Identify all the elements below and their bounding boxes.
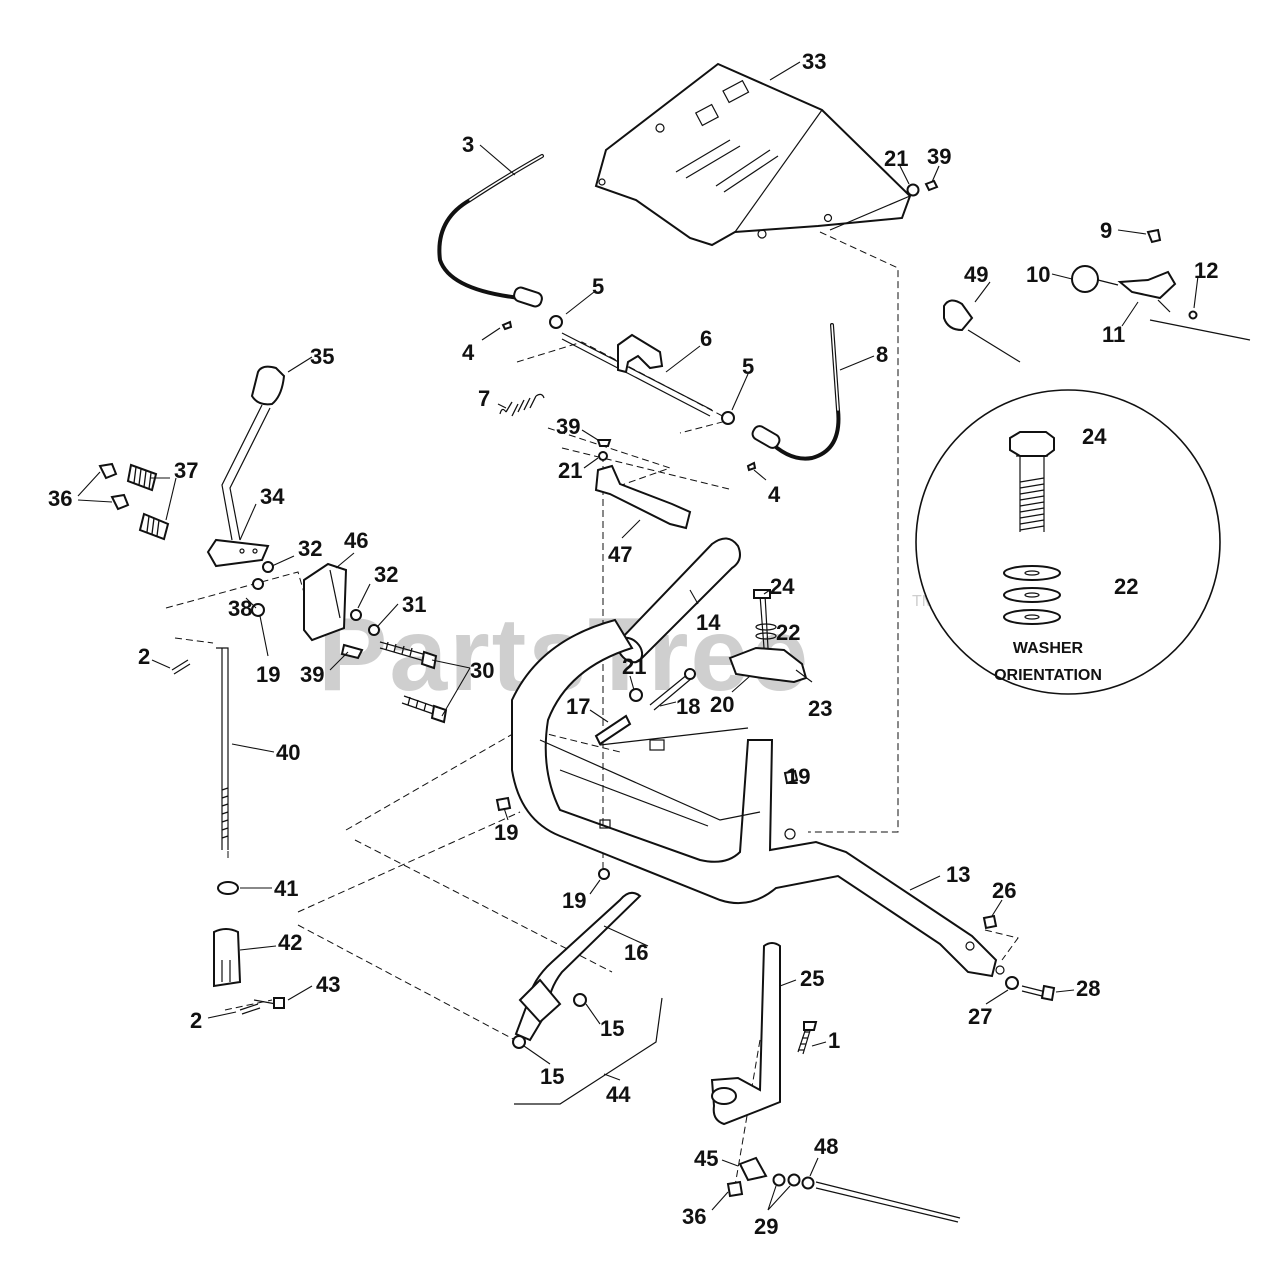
frame-fastener bbox=[982, 914, 1056, 1002]
callout-9: 9 bbox=[1100, 218, 1112, 243]
callout-4: 4 bbox=[462, 340, 475, 365]
callout-23: 23 bbox=[808, 696, 832, 721]
callout-28: 28 bbox=[1076, 976, 1100, 1001]
callout-41: 41 bbox=[274, 876, 298, 901]
callout-44: 44 bbox=[606, 1082, 631, 1107]
callout-5: 5 bbox=[592, 274, 604, 299]
inset-circle bbox=[915, 389, 1221, 695]
callout-27: 27 bbox=[968, 1004, 992, 1029]
callout-34: 34 bbox=[260, 484, 285, 509]
callout-43: 43 bbox=[316, 972, 340, 997]
callout-19: 19 bbox=[256, 662, 280, 687]
callout-2: 2 bbox=[190, 1008, 202, 1033]
callout-18: 18 bbox=[676, 694, 700, 719]
callout-30: 30 bbox=[470, 658, 494, 683]
control-cable-3 bbox=[437, 154, 544, 308]
callout-26: 26 bbox=[992, 878, 1016, 903]
callout-19: 19 bbox=[494, 820, 518, 845]
callout-3: 3 bbox=[462, 132, 474, 157]
callout-39: 39 bbox=[556, 414, 580, 439]
callout-47: 47 bbox=[608, 542, 632, 567]
callout-36: 36 bbox=[682, 1204, 706, 1229]
callout-42: 42 bbox=[278, 930, 302, 955]
callout-33: 33 bbox=[802, 49, 826, 74]
callout-46: 46 bbox=[344, 528, 368, 553]
callout-15: 15 bbox=[600, 1016, 624, 1041]
callout-6: 6 bbox=[700, 326, 712, 351]
lower-linkage bbox=[726, 1156, 961, 1223]
linkage-rod bbox=[171, 647, 285, 1015]
callout-49: 49 bbox=[964, 262, 988, 287]
bolt-18 bbox=[629, 668, 696, 711]
callout-2: 2 bbox=[138, 644, 150, 669]
inset-callout-bolt: 24 bbox=[1082, 424, 1107, 449]
callout-22: 22 bbox=[776, 620, 800, 645]
callout-29: 29 bbox=[754, 1214, 778, 1239]
shield-hardware bbox=[906, 179, 939, 197]
callout-4: 4 bbox=[768, 482, 781, 507]
shield-plate bbox=[594, 62, 912, 247]
callout-5: 5 bbox=[742, 354, 754, 379]
knob-lever-assembly bbox=[943, 228, 1251, 363]
callout-24: 24 bbox=[770, 574, 795, 599]
callout-39: 39 bbox=[927, 144, 951, 169]
callout-labels: 33 3 21 39 9 49 10 12 11 5 4 6 8 5 35 7 … bbox=[48, 49, 1218, 1239]
pedal-lever-16 bbox=[512, 891, 663, 1105]
spring-and-bracket bbox=[499, 393, 692, 530]
inset-caption-line1: WASHER bbox=[1013, 640, 1084, 657]
bolt-pair-30 bbox=[379, 641, 448, 724]
callout-36: 36 bbox=[48, 486, 72, 511]
callout-17: 17 bbox=[566, 694, 590, 719]
control-cable-8 bbox=[751, 323, 841, 461]
callout-1: 1 bbox=[828, 1028, 840, 1053]
lever-bracket bbox=[251, 561, 380, 660]
callout-15: 15 bbox=[540, 1064, 564, 1089]
spring-set bbox=[98, 462, 170, 541]
pivot-shaft bbox=[501, 315, 757, 472]
shift-lever bbox=[206, 365, 286, 568]
pedal-arm-25 bbox=[710, 942, 818, 1126]
callout-38: 38 bbox=[228, 596, 252, 621]
callout-7: 7 bbox=[478, 386, 490, 411]
callout-20: 20 bbox=[710, 692, 734, 717]
callout-37: 37 bbox=[174, 458, 198, 483]
callout-12: 12 bbox=[1194, 258, 1218, 283]
callout-39: 39 bbox=[300, 662, 324, 687]
inset-callout-washer: 22 bbox=[1114, 574, 1138, 599]
callout-32: 32 bbox=[298, 536, 322, 561]
callout-25: 25 bbox=[800, 966, 824, 991]
callout-14: 14 bbox=[696, 610, 721, 635]
pin-17 bbox=[594, 714, 632, 746]
leader-lines bbox=[77, 61, 1199, 1211]
callout-31: 31 bbox=[402, 592, 426, 617]
callout-40: 40 bbox=[276, 740, 300, 765]
callout-16: 16 bbox=[624, 940, 648, 965]
callout-35: 35 bbox=[310, 344, 334, 369]
washer-orientation-inset: WASHER ORIENTATION 24 22 bbox=[915, 389, 1221, 695]
callout-45: 45 bbox=[694, 1146, 718, 1171]
callout-13: 13 bbox=[946, 862, 970, 887]
callout-21: 21 bbox=[622, 654, 646, 679]
callout-32: 32 bbox=[374, 562, 398, 587]
main-frame bbox=[511, 618, 1005, 978]
callout-48: 48 bbox=[814, 1134, 838, 1159]
frame-nuts bbox=[495, 769, 799, 880]
callout-8: 8 bbox=[876, 342, 888, 367]
callout-10: 10 bbox=[1026, 262, 1050, 287]
callout-19: 19 bbox=[562, 888, 586, 913]
callout-21: 21 bbox=[884, 146, 908, 171]
inset-caption-line2: ORIENTATION bbox=[994, 667, 1102, 684]
callout-19: 19 bbox=[786, 764, 810, 789]
callout-11: 11 bbox=[1102, 322, 1125, 347]
callout-21: 21 bbox=[558, 458, 582, 483]
